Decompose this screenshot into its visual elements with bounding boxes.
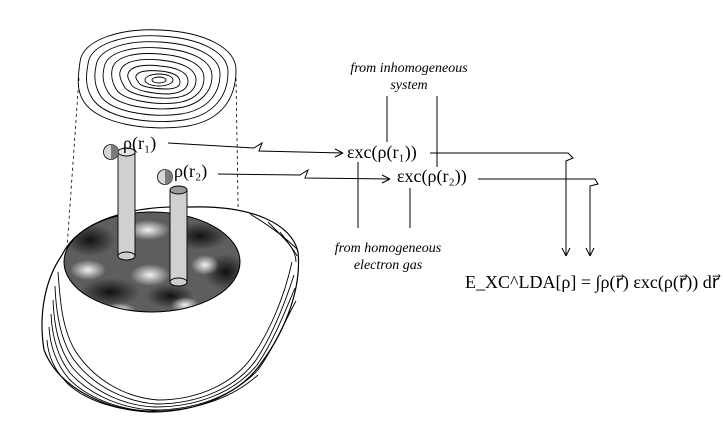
note-inhomogeneous: from inhomogeneous system [350,61,468,93]
upper-contour-plot [77,29,237,129]
cylinder-r2 [169,185,188,287]
lda-equation: E_XC^LDA[ρ] = ∫ρ(r⃗) εxc(ρ(r⃗)) dr⃗ [465,272,720,292]
arrows [167,141,599,257]
projection-lines [65,77,240,263]
annotation-lines [357,96,438,228]
epsilon-xc-r2-label: εxc(ρ(r₂)) [397,166,467,186]
density-surface [63,211,241,313]
sphere-r1-icon [103,144,119,160]
epsilon-xc-r1-label: εxc(ρ(r₁)) [347,142,417,162]
note-homogeneous: from homogeneous electron gas [334,241,442,273]
rho-r2-label: ρ(r₂) [174,161,208,181]
sphere-r2-icon [157,169,173,185]
rho-r1-label: ρ(r₁) [123,133,157,153]
cylinder-r1 [117,147,136,261]
